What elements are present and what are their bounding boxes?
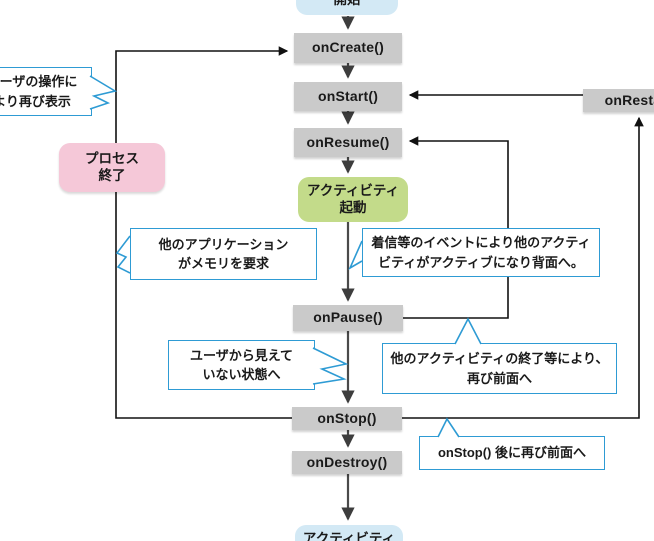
callout-invisible-state: ユーザから見えて いない状態へ [168, 340, 315, 390]
callout-to-background: 着信等のイベントにより他のアクティ ビティがアクティブになり背面へ。 [362, 228, 600, 277]
node-oncreate: onCreate() [294, 33, 402, 63]
pointer-memory [117, 236, 130, 273]
node-onstop: onStop() [292, 407, 402, 430]
pointer-to-foreground [455, 319, 481, 344]
node-process-end: プロセス 終了 [59, 143, 165, 192]
node-onpause: onPause() [293, 305, 403, 331]
pointer-to-background [350, 241, 362, 268]
pointer-invisible [313, 348, 346, 384]
node-onresume: onResume() [294, 128, 402, 157]
callout-onstop-foreground: onStop() 後に再び前面へ [419, 436, 605, 470]
node-activity-end: アクティビティ 終了 [295, 525, 403, 541]
callout-memory-request: 他のアプリケーション がメモリを要求 [130, 228, 317, 280]
pointer-redisplay [90, 76, 115, 109]
callout-to-foreground: 他のアクティビティの終了等により、 再び前面へ [382, 343, 617, 394]
node-onrestart: onRestart() [583, 89, 654, 112]
node-activity-running: アクティビティ 起動 [298, 177, 408, 222]
node-onstart: onStart() [294, 82, 402, 111]
pointer-onstop-foreground [438, 419, 459, 437]
callout-redisplay: ユーザの操作に より再び表示 [0, 67, 92, 116]
node-start: 開始 [296, 0, 398, 15]
node-ondestroy: onDestroy() [292, 451, 402, 474]
